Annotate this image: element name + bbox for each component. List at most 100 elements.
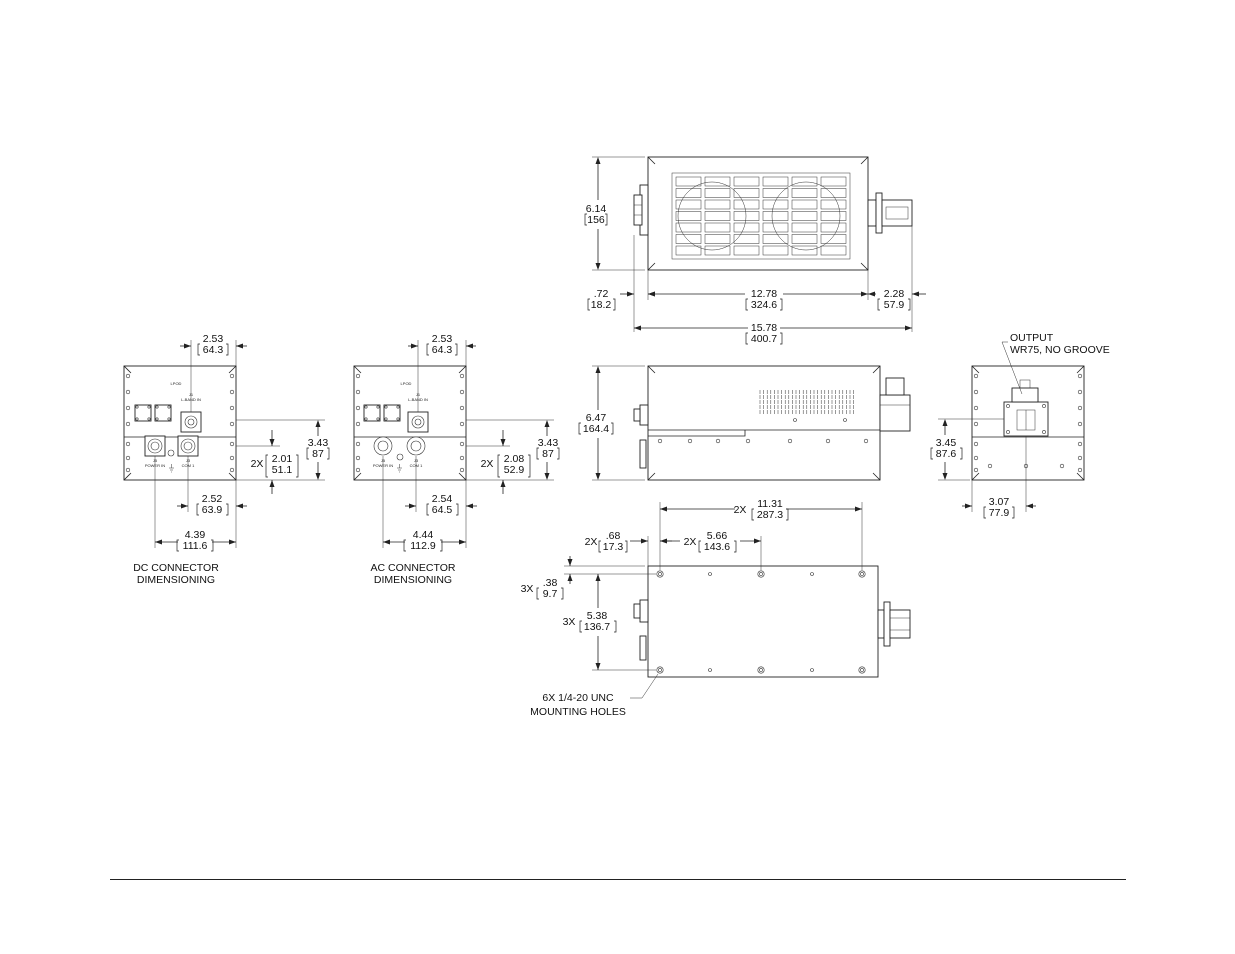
dc-width-mm: 111.6 (183, 540, 208, 552)
fastener (355, 467, 361, 473)
ac-panel-com: COM 1 (410, 463, 423, 468)
top-view: 6.14 156 .72 18.2 12.78 324.6 2.28 57. (584, 156, 926, 345)
grille-slot (704, 188, 731, 198)
top-body-length-mm: 324.6 (751, 299, 777, 311)
bottom-view: 2X 11.31 287.3 2X .68 17.3 2X 5.66 143.6… (521, 498, 911, 718)
dc-height-mm: 87 (312, 448, 324, 460)
dc-panel-body (123, 365, 237, 481)
bottom-yspan-prefix: 3X (563, 616, 576, 628)
mounting-hole-thread (860, 572, 864, 576)
ac-width-inch: 4.44 (413, 529, 434, 541)
bottom-yspan-inch: 5.38 (587, 610, 608, 622)
top-body-length-inch: 12.78 (751, 288, 777, 300)
dc-panel-com: COM 1 (182, 463, 195, 468)
ac-conn-offset-mm: 64.5 (432, 504, 453, 516)
dc-spacing-prefix: 2X (251, 458, 264, 470)
grille-slot (791, 199, 818, 210)
fastener (459, 389, 465, 395)
fastener (459, 441, 465, 447)
top-height-mm: 156 (587, 214, 605, 226)
fastener (229, 467, 235, 473)
dc-blank-cover-1 (134, 404, 152, 422)
dc-panel-j1: J1 (189, 392, 194, 397)
grille-slot (791, 234, 818, 244)
fastener (229, 441, 235, 447)
output-label-line1: OUTPUT (1010, 332, 1054, 344)
ac-blank-cover-2 (383, 404, 401, 422)
grille-slot (762, 199, 789, 210)
grille-slot (791, 176, 818, 187)
fastener (973, 455, 979, 461)
grille-slot (675, 199, 702, 210)
dc-connector-view: LPOD J1 L-BAND IN J5 POWER IN J3 COM 1 2… (123, 333, 330, 586)
fastener (125, 373, 131, 379)
fastener (973, 467, 979, 473)
dc-top-offset-inch: 2.53 (203, 333, 224, 345)
dc-caption-line1: DC CONNECTOR (133, 562, 219, 574)
grille-slot (762, 176, 789, 187)
ac-conn-offset-inch: 2.54 (432, 493, 453, 505)
grille-slot (791, 222, 818, 233)
dc-panel-fasteners (125, 373, 235, 473)
fastener (355, 455, 361, 461)
footer-rule (110, 879, 1126, 880)
end-view-fasteners (973, 373, 1083, 473)
fastener (973, 373, 979, 379)
fastener (810, 572, 814, 576)
grille-slot (820, 245, 847, 256)
grille-slot (733, 222, 760, 233)
dc-spacing-inch: 2.01 (272, 453, 293, 465)
fastener (355, 405, 361, 411)
fastener (459, 467, 465, 473)
grille-slot (675, 234, 702, 244)
top-overall-length-inch: 15.78 (751, 322, 777, 334)
fastener (125, 421, 131, 427)
top-height-inch: 6.14 (586, 203, 607, 215)
bottom-span-prefix: 2X (734, 504, 747, 516)
bottom-yedge-mm: 9.7 (543, 588, 558, 600)
dc-panel-j5: J5 (153, 458, 158, 463)
mounting-holes (656, 570, 866, 674)
grille-slot (675, 222, 702, 233)
grille-slot (675, 211, 702, 221)
dc-height-inch: 3.43 (308, 437, 329, 449)
fastener (1059, 463, 1065, 469)
bottom-span-inch: 11.31 (757, 498, 783, 510)
grille-slot (762, 211, 789, 221)
ac-blank-cover-1 (363, 404, 381, 422)
mounting-hole-thread (658, 668, 662, 672)
fastener (745, 438, 751, 444)
fastener (125, 467, 131, 473)
ac-connector-view: LPOD J1 L-BAND IN J5 POWER IN J3 COM 1 2… (353, 333, 560, 586)
mounting-hole-thread (658, 572, 662, 576)
side-fasteners (657, 418, 869, 444)
fastener (987, 463, 993, 469)
end-view: OUTPUT WR75, NO GROOVE 3.45 87.6 3.07 77… (930, 332, 1110, 519)
fastener (125, 405, 131, 411)
fastener (793, 418, 797, 422)
output-label-line2: WR75, NO GROOVE (1010, 344, 1110, 356)
fastener (229, 455, 235, 461)
ac-panel-j5: J5 (381, 458, 386, 463)
bottom-mid-prefix: 2X (684, 536, 697, 548)
grille-slot (733, 245, 760, 256)
fan-grille (671, 172, 851, 260)
ac-panel-j1: J1 (416, 392, 421, 397)
grille-slot (733, 211, 760, 221)
fastener (229, 405, 235, 411)
side-view-connector (639, 404, 649, 426)
fastener (973, 405, 979, 411)
fastener (229, 421, 235, 427)
ac-panel-fasteners (355, 373, 465, 473)
fastener (973, 421, 979, 427)
flange-height-inch: 3.45 (936, 437, 957, 449)
grille-slot (733, 199, 760, 210)
flange-offset-mm: 77.9 (989, 507, 1010, 519)
bottom-mid-mm: 143.6 (704, 541, 730, 553)
dc-caption-line2: DIMENSIONING (137, 574, 215, 586)
fastener (459, 455, 465, 461)
top-right-offset-mm: 57.9 (884, 299, 905, 311)
grille-slot (704, 199, 731, 210)
grille-slot (820, 222, 847, 233)
fastener (229, 373, 235, 379)
